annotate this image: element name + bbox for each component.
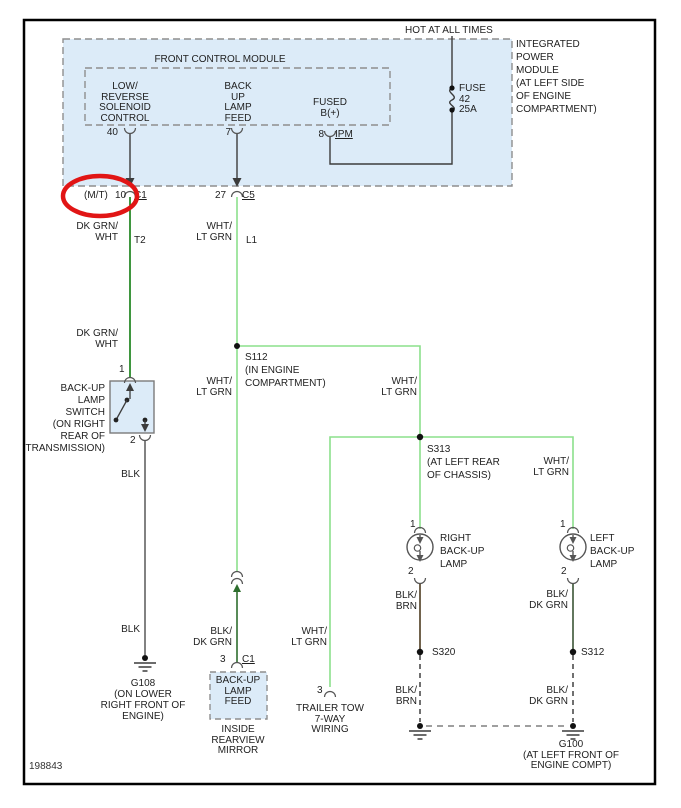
pin-7: 7 [225, 127, 231, 138]
left-lamp-pin-2: 2 [561, 566, 567, 577]
wire-label-whtltgrn-3: WHT/ LT GRN [381, 376, 417, 398]
pin-40: 40 [106, 127, 118, 138]
wire-label-whtltgrn-1: WHT/ LT GRN [196, 221, 232, 243]
fcm-pin-wires [129, 134, 238, 178]
connector-c1-top: C1 [134, 190, 147, 201]
wire-label-blkdkgrn-3: BLK/ DK GRN [193, 626, 232, 648]
right-lamp-pin-2: 2 [408, 566, 414, 577]
right-lamp-pin-1: 1 [410, 519, 416, 530]
trailer-pin-3: 3 [317, 685, 323, 696]
wire-label-blkdkgrn-2: BLK/ DK GRN [529, 685, 568, 707]
backup-lamp-switch-label: BACK-UP LAMP SWITCH (ON RIGHT REAR OF TR… [25, 383, 105, 454]
ipm-connector-label: IPM [335, 129, 353, 140]
fuse-label: FUSE 42 25A [459, 83, 486, 115]
wire-label-blk-2: BLK [121, 624, 140, 635]
wire-label-dkgrnwht-2: DK GRN/ WHT [76, 328, 118, 350]
fcm-fused-b-label: FUSED B(+) [313, 97, 347, 119]
ipm-module-label: INTEGRATED POWER MODULE (AT LEFT SIDE OF… [516, 39, 597, 115]
wire-label-whtltgrn-4: WHT/ LT GRN [533, 456, 569, 478]
circuit-l1: L1 [246, 235, 258, 246]
trailer-tow-label: TRAILER TOW 7-WAY WIRING [296, 703, 364, 735]
wire-label-blkbrn-1: BLK/ BRN [395, 590, 417, 612]
arrow-up-mirror-feed [233, 584, 241, 592]
wire-label-blkdkgrn-1: BLK/ DK GRN [529, 589, 568, 611]
wire-label-blkbrn-2: BLK/ BRN [395, 685, 417, 707]
fcm-title: FRONT CONTROL MODULE [154, 54, 286, 65]
diagram-frame [22, 18, 657, 786]
splice-s320-label: S320 [432, 647, 456, 658]
trailer-connector [323, 690, 337, 698]
pin-8: 8 [318, 129, 324, 140]
splice-s320-dot [416, 648, 424, 656]
fcm-pin-connector-arcs [123, 127, 337, 138]
ground-symbol-right-lamp [409, 723, 431, 740]
right-backup-lamp-label: RIGHT BACK-UP LAMP [440, 533, 485, 570]
wire-label-whtltgrn-5: WHT/ LT GRN [291, 626, 327, 648]
mirror-feed-box-label: BACK-UP LAMP FEED [215, 675, 261, 707]
mirror-location-label: INSIDE REARVIEW MIRROR [211, 724, 265, 756]
circuit-t2: T2 [134, 235, 146, 246]
pin-27: 27 [215, 190, 227, 201]
fcm-backup-feed-label: BACK UP LAMP FEED [224, 81, 252, 124]
switch-pin2-connector [138, 434, 152, 442]
mirror-pin-3: 3 [220, 654, 226, 665]
backup-lamp-switch-symbol [113, 383, 149, 432]
switch-pin-1: 1 [119, 364, 125, 375]
splice-s112-dot [234, 343, 240, 349]
mirror-box [209, 671, 268, 720]
splice-s313-label: S313 (AT LEFT REAR OF CHASSIS) [427, 444, 500, 481]
ground-g108-label: G108 (ON LOWER RIGHT FRONT OF ENGINE) [100, 678, 186, 722]
switch-pin1-connector [123, 376, 137, 384]
wire-label-dkgrnwht-1: DK GRN/ WHT [76, 221, 118, 243]
mt-label: (M/T) [84, 190, 108, 201]
mirror-c1-connector [230, 661, 244, 669]
ground-symbol-g108 [134, 655, 156, 672]
splice-s313-dot [416, 433, 424, 441]
left-backup-lamp-label: LEFT BACK-UP LAMP [590, 533, 635, 570]
splice-s312-label: S312 [581, 647, 605, 658]
left-lamp-pin-1: 1 [560, 519, 566, 530]
hot-at-all-times-label: HOT AT ALL TIMES [405, 25, 493, 36]
left-backup-lamp-symbol [559, 526, 587, 585]
fuse-symbol [449, 85, 455, 113]
ground-g100-label: G100 (AT LEFT FRONT OF ENGINE COMPT) [523, 739, 619, 771]
ipm-box [62, 38, 513, 187]
wire-label-whtltgrn-2: WHT/ LT GRN [196, 376, 232, 398]
splice-s112-label: S112 (IN ENGINE COMPARTMENT) [245, 352, 326, 389]
mirror-feed-connector [230, 570, 244, 585]
ground-symbol-g100 [562, 723, 584, 740]
connector-c1-mirror: C1 [242, 654, 255, 665]
pin-10: 10 [115, 190, 127, 201]
power-feed-wire [329, 36, 453, 165]
connector-c5: C5 [242, 190, 255, 201]
arrow-down-pin7 [232, 178, 242, 187]
wire-label-blk-1: BLK [121, 469, 140, 480]
fcm-box [84, 67, 391, 126]
splice-s312-dot [569, 648, 577, 656]
switch-pin-2: 2 [130, 435, 136, 446]
wire-wht-ltgrn [236, 197, 574, 687]
fcm-low-reverse-label: LOW/ REVERSE SOLENOID CONTROL [99, 81, 151, 124]
right-backup-lamp-symbol [406, 526, 434, 585]
diagram-code: 198843 [29, 761, 63, 772]
